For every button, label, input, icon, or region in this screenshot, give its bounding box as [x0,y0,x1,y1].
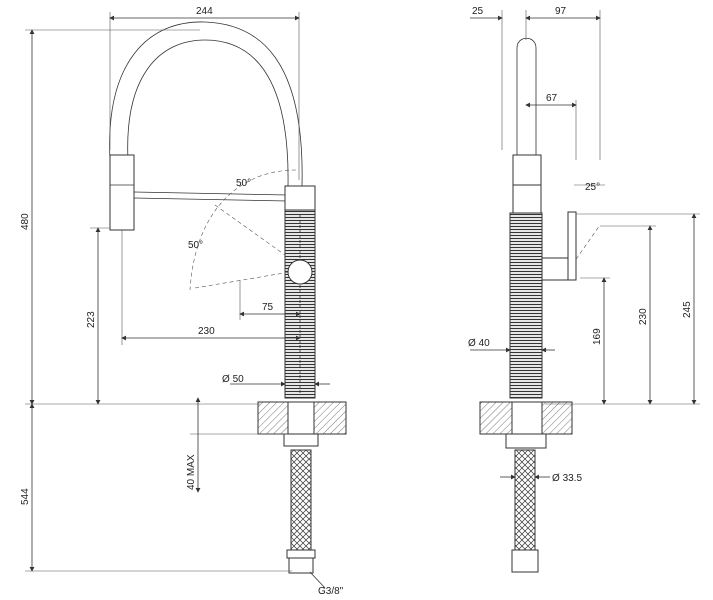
dim-offset-right: 97 [555,6,567,17]
dim-top-width: 244 [196,6,213,17]
dim-max-thickness: 40 MAX [186,454,197,490]
side-view: 25 97 67 25° 169 230 245 Ø 40 Ø 33.5 [468,6,700,573]
dim-spray-height: 223 [86,311,97,328]
dim-lever-reach: 75 [262,302,274,313]
faucet-body-knurled [284,209,316,399]
dim-total-height: 480 [20,213,31,230]
dim-hose-diameter: Ø 33.5 [552,473,582,484]
faucet-body-top [284,185,316,211]
dim-offset-left: 25 [472,6,484,17]
supply-hose [290,449,312,551]
lever-knob [287,259,313,285]
dim-height-245: 245 [682,301,693,318]
dim-angle-upper: 50° [236,178,251,189]
dim-height-230: 230 [638,308,649,325]
spout-arch [109,21,303,187]
front-view: 244 480 223 230 75 50° 50° Ø 50 40 MAX 5… [20,6,347,597]
dim-connection: G3/8" [318,586,344,597]
side-hose [514,449,536,551]
spout-arch-inner [127,39,289,187]
dim-height-169: 169 [592,328,603,345]
dim-lever-offset: 67 [546,93,558,104]
dim-spray-reach: 230 [198,326,215,337]
side-body-knurled [509,212,543,399]
side-spout [516,37,537,155]
dim-angle-lower: 50° [188,240,203,251]
side-lever [571,224,601,266]
lever-arc [189,169,297,291]
dim-lever-angle: 25° [585,182,600,193]
side-lever-base [541,257,571,281]
spray-head [109,154,135,231]
dim-side-body-diameter: Ø 40 [468,338,490,349]
dim-body-diameter: Ø 50 [222,374,244,385]
dim-below-height: 544 [20,488,31,505]
